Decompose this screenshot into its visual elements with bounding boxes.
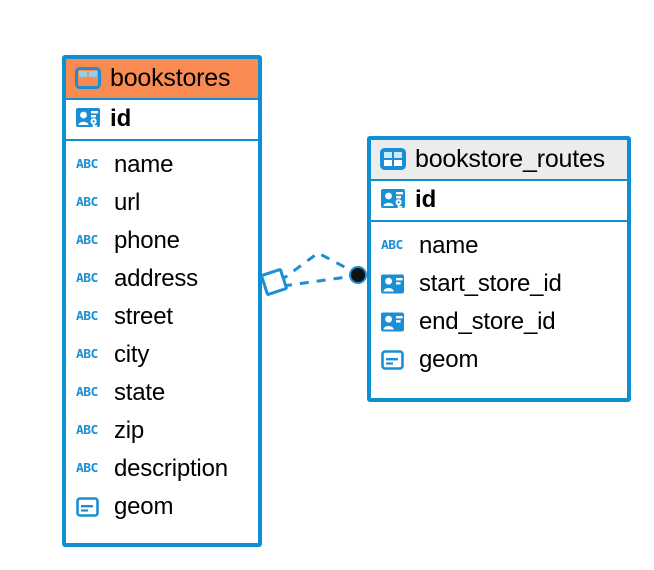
entity-header-bookstore-routes[interactable]: bookstore_routes: [371, 140, 627, 179]
entity-bookstore-routes[interactable]: bookstore_routes id ABC: [367, 136, 631, 402]
relationship-line-upper: [279, 251, 355, 283]
filled-circle-marker: [349, 266, 367, 284]
field-row-street[interactable]: ABC street: [76, 298, 249, 336]
field-row-name[interactable]: ABC name: [381, 227, 618, 265]
text-type-icon: ABC: [76, 233, 98, 248]
field-name: phone: [114, 227, 180, 254]
foreign-key-icon: [381, 274, 411, 294]
field-row-zip[interactable]: ABC zip: [76, 412, 249, 450]
field-name: address: [114, 265, 198, 292]
field-name: end_store_id: [419, 308, 556, 335]
field-row-end-store-id[interactable]: end_store_id: [381, 303, 618, 341]
text-type-icon: ABC: [76, 195, 98, 210]
field-name: start_store_id: [419, 270, 562, 297]
field-name: state: [114, 379, 166, 406]
field-row-city[interactable]: ABC city: [76, 336, 249, 374]
text-type-icon: ABC: [76, 385, 98, 400]
text-type-icon: ABC: [76, 461, 98, 476]
primary-key-icon: [381, 188, 407, 212]
field-name: geom: [114, 493, 174, 520]
field-row-state[interactable]: ABC state: [76, 374, 249, 412]
field-name: id: [110, 105, 132, 132]
table-icon: [75, 67, 101, 89]
text-type-icon: ABC: [76, 271, 98, 286]
diamond-marker: [260, 268, 288, 296]
field-row-name[interactable]: ABC name: [76, 146, 249, 184]
field-name: id: [415, 186, 437, 213]
field-name: name: [419, 232, 479, 259]
text-type-icon: ABC: [76, 423, 98, 438]
field-row-id[interactable]: id: [371, 179, 627, 222]
entity-header-bookstores[interactable]: bookstores: [66, 59, 258, 98]
field-row-start-store-id[interactable]: start_store_id: [381, 265, 618, 303]
field-name: street: [114, 303, 173, 330]
field-row-url[interactable]: ABC url: [76, 184, 249, 222]
field-row-id[interactable]: id: [66, 98, 258, 141]
table-icon: [380, 148, 406, 170]
field-name: zip: [114, 417, 145, 444]
field-row-description[interactable]: ABC description: [76, 450, 249, 488]
field-list-bookstores: ABC name ABC url ABC phone ABC address A…: [66, 141, 258, 532]
primary-key-icon: [76, 107, 102, 131]
field-name: description: [114, 455, 228, 482]
field-name: geom: [419, 346, 479, 373]
field-name: city: [114, 341, 150, 368]
field-name: name: [114, 151, 174, 178]
text-type-icon: ABC: [76, 309, 98, 324]
field-row-address[interactable]: ABC address: [76, 260, 249, 298]
field-row-phone[interactable]: ABC phone: [76, 222, 249, 260]
field-row-geom[interactable]: geom: [76, 488, 249, 526]
text-type-icon: ABC: [381, 238, 403, 253]
geometry-type-icon: [381, 350, 411, 370]
geometry-type-icon: [76, 497, 106, 517]
foreign-key-icon: [381, 312, 411, 332]
relationship-line-lower: [282, 274, 355, 288]
text-type-icon: ABC: [76, 347, 98, 362]
text-type-icon: ABC: [76, 157, 98, 172]
entity-title: bookstore_routes: [415, 145, 605, 173]
entity-bookstores[interactable]: bookstores id ABC: [62, 55, 262, 547]
field-row-geom[interactable]: geom: [381, 341, 618, 379]
entity-title: bookstores: [110, 64, 231, 92]
field-name: url: [114, 189, 141, 216]
field-list-bookstore-routes: ABC name start_store_id: [371, 222, 627, 385]
